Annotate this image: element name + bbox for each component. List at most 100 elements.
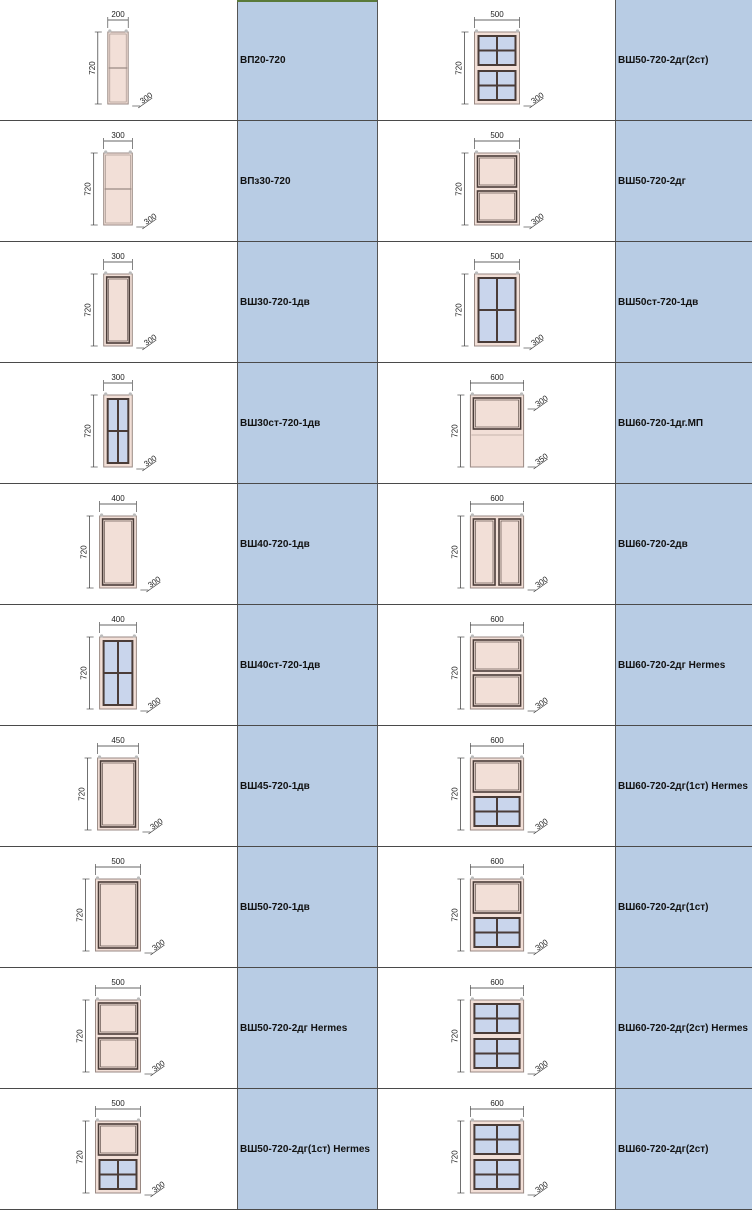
cabinet-model-name: ВПз30-720 [240, 175, 291, 187]
glass-pane [475, 1054, 496, 1067]
glass-pane [475, 1040, 496, 1053]
glass-pane [498, 1161, 519, 1174]
glass-pane [475, 1126, 496, 1139]
depth-label: 300 [142, 211, 159, 226]
depth-label: 350 [534, 451, 551, 466]
depth-dimension-line [529, 97, 544, 109]
glass-pane [119, 642, 132, 672]
cabinet-body [469, 515, 525, 589]
depth-label: 300 [142, 332, 159, 347]
width-label: 500 [490, 252, 504, 261]
depth-dimension-line [533, 400, 548, 412]
door-panel [472, 674, 522, 707]
glass-pane [498, 812, 519, 825]
width-label: 400 [111, 494, 125, 503]
glass-pane [498, 1054, 519, 1067]
cabinet-name-cell: ВШ60-720-2дг(1ст) [615, 847, 752, 967]
glass-pane [119, 1175, 136, 1188]
glass-pane [119, 674, 132, 704]
cabinet-name-cell: ВШ50-720-2дг(1ст) Hermes [237, 1089, 377, 1209]
depth-label: 300 [142, 453, 159, 468]
glass-pane [119, 432, 128, 462]
glass-pane [475, 1019, 496, 1032]
depth-label: 300 [534, 695, 551, 710]
glass-pane [498, 72, 515, 85]
glass-pane [498, 279, 515, 309]
door-panel [101, 518, 135, 586]
cabinet-body [95, 999, 141, 1073]
cabinet-model-name: ВШ45-720-1дв [240, 780, 310, 792]
cabinet-name-cell: ВП20-720 [237, 0, 377, 120]
width-label: 600 [490, 1099, 504, 1108]
cabinet-model-name: ВШ50-720-2дг(2ст) [618, 54, 709, 66]
glass-pane [475, 1175, 496, 1188]
door-panel [97, 1037, 139, 1070]
depth-label: 300 [534, 816, 551, 831]
cabinet-body [95, 878, 141, 952]
cabinet-name-cell: ВШ50ст-720-1дв [615, 242, 752, 362]
height-label: 720 [84, 182, 93, 196]
glass-pane [475, 933, 496, 946]
height-label: 720 [450, 908, 459, 922]
height-label: 720 [76, 908, 85, 922]
depth-dimension-line [533, 1186, 548, 1198]
depth-label: 300 [534, 1058, 551, 1073]
glass-pane [479, 72, 496, 85]
height-label: 720 [84, 424, 93, 438]
cabinet-name-cell: ВШ40ст-720-1дв [237, 605, 377, 725]
cabinet-model-name: ВШ60-720-2дг(2ст) Hermes [618, 1022, 748, 1034]
cabinet-name-cell: ВШ60-720-2дг(2ст) Hermes [615, 968, 752, 1088]
glass-pane [475, 1005, 496, 1018]
glass-pane [475, 919, 496, 932]
glass-pane [479, 86, 496, 99]
height-label: 720 [76, 1150, 85, 1164]
cabinet-name-cell: ВШ60-720-2дв [615, 484, 752, 604]
glass-pane [108, 400, 117, 430]
depth-dimension-line [533, 458, 548, 470]
cabinet-name-cell: ВШ60-720-2дг Hermes [615, 605, 752, 725]
door-panel [472, 639, 522, 672]
cabinet-model-name: ВШ60-720-1дг.МП [618, 417, 704, 429]
door-panel [476, 190, 518, 223]
cabinet-name-cell: ВШ60-720-2дг(2ст) [615, 1089, 752, 1209]
glass-pane [479, 279, 496, 309]
depth-dimension-line [529, 339, 544, 351]
cabinet-model-name: ВШ60-720-2дг(1ст) Hermes [618, 780, 748, 792]
depth-label: 300 [150, 1179, 167, 1194]
door-panel [97, 1002, 139, 1035]
depth-dimension-line [150, 944, 165, 956]
height-label: 720 [450, 1150, 459, 1164]
cabinet-name-cell: ВШ50-720-2дг [615, 121, 752, 241]
cabinet-model-name: ВШ50-720-1дв [240, 901, 310, 913]
glass-pane [498, 1140, 519, 1153]
